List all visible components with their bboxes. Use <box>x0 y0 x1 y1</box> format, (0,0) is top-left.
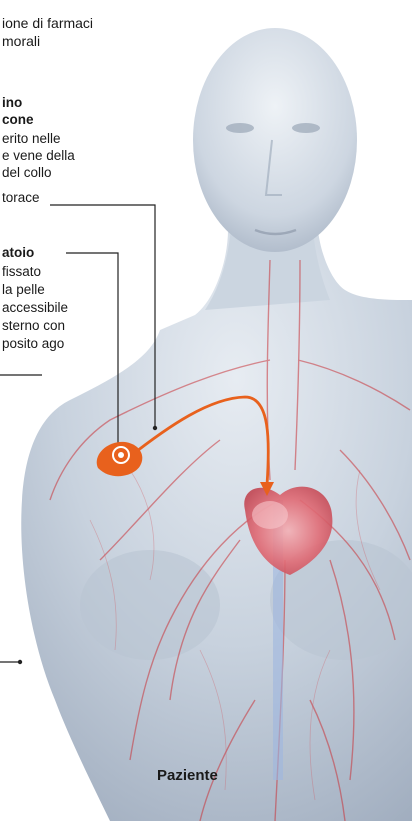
side-callout-dot <box>18 660 22 664</box>
reservoir-desc-3: accessibile <box>2 300 68 317</box>
catheter-title-2: cone <box>2 112 34 129</box>
head <box>193 28 357 252</box>
header-line-1: ione di farmaci <box>2 15 93 32</box>
catheter-title-1: ino <box>2 95 22 112</box>
reservoir-desc-4: sterno con <box>2 318 65 335</box>
eye-left <box>226 123 254 133</box>
header-line-2: morali <box>2 33 40 50</box>
heart-highlight <box>252 501 288 529</box>
catheter-desc-3: del collo <box>2 165 52 182</box>
reservoir-desc-5: posito ago <box>2 336 64 353</box>
breast-left <box>80 550 220 660</box>
eye-right <box>292 123 320 133</box>
catheter-desc-1: erito nelle <box>2 131 61 148</box>
reservoir-title: atoio <box>2 245 34 262</box>
catheter-desc-2: e vene della <box>2 148 75 165</box>
catheter-callout-dot <box>153 426 157 430</box>
reservoir-desc-2: la pelle <box>2 282 45 299</box>
catheter-desc-4: torace <box>2 190 40 207</box>
reservoir-desc-1: fissato <box>2 264 41 281</box>
patient-caption: Paziente <box>157 768 218 785</box>
